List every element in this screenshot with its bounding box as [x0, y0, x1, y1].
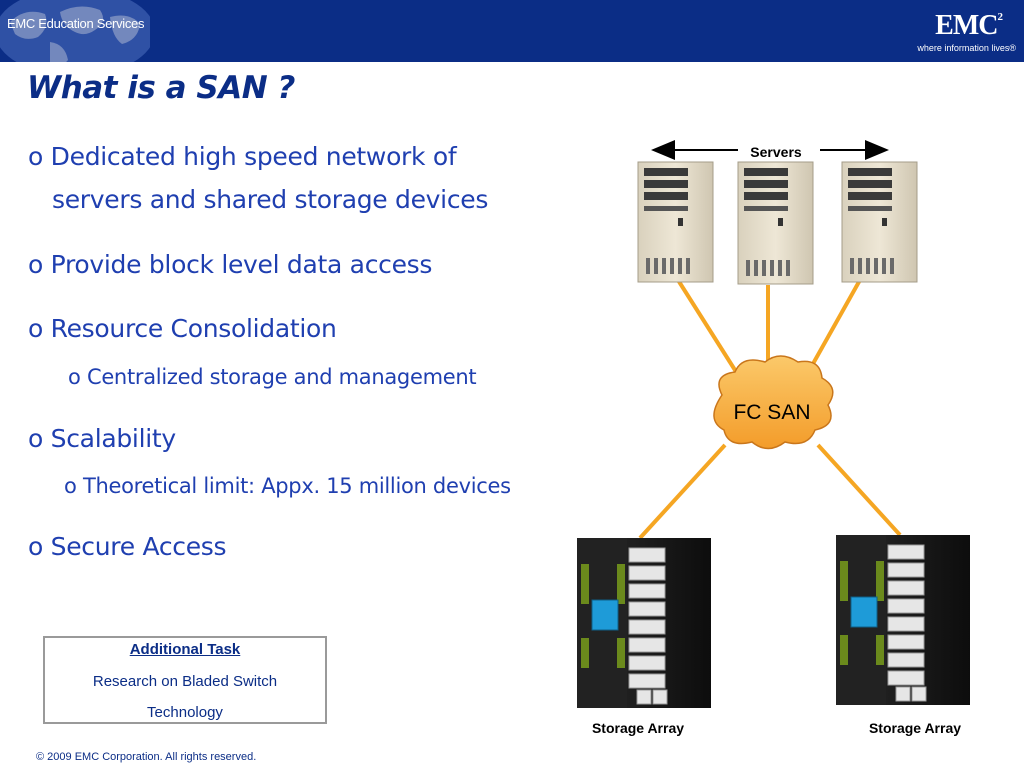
emc-tagline: where information lives® — [917, 43, 1016, 53]
fc-san-cloud: FC SAN — [713, 355, 834, 450]
sub-bullet-item: o Centralized storage and management — [68, 365, 477, 389]
bullet-text: Secure Access — [50, 532, 227, 561]
copyright-footer: © 2009 EMC Corporation. All rights reser… — [36, 751, 257, 763]
bullet-text: Dedicated high speed network of — [50, 142, 457, 171]
link-server3 — [803, 279, 862, 379]
storage-right-label: Storage Array — [869, 720, 961, 736]
storage-array-right: Storage Array — [836, 535, 970, 736]
servers-arrow: Servers — [651, 140, 889, 160]
bullet-marker: o — [28, 142, 43, 171]
edu-services-logo: EMC Education Services — [0, 0, 150, 62]
bullet-marker: o — [64, 474, 77, 498]
bullet-item: o Dedicated high speed network of — [28, 142, 457, 171]
bullet-text: Scalability — [50, 424, 177, 453]
emc-logo-text: EMC2 — [935, 10, 1003, 41]
link-storage-right — [816, 443, 902, 537]
bullet-item-continuation: servers and shared storage devices — [52, 185, 488, 214]
additional-task-box: Additional Task Research on Bladed Switc… — [43, 636, 327, 724]
bullet-item: o Scalability — [28, 424, 176, 453]
header-bar: EMC Education Services EMC2 where inform… — [0, 0, 1024, 62]
bullet-text: Resource Consolidation — [50, 314, 337, 343]
edu-services-title: EMC Education Services — [7, 16, 145, 31]
bullet-text: Centralized storage and management — [86, 365, 477, 389]
servers-label: Servers — [750, 144, 802, 160]
bullet-item: o Provide block level data access — [28, 250, 432, 279]
emc-logo: EMC2 where information lives® — [906, 6, 1016, 56]
fc-san-label: FC SAN — [733, 401, 810, 424]
storage-left-label: Storage Array — [592, 720, 684, 736]
slide-title: What is a SAN ? — [27, 70, 295, 106]
link-server1 — [676, 278, 742, 380]
bullet-marker: o — [28, 250, 43, 279]
bullet-marker: o — [28, 314, 43, 343]
bullet-item: o Resource Consolidation — [28, 314, 337, 343]
bullet-marker: o — [68, 365, 81, 389]
bullet-text: servers and shared storage devices — [52, 185, 489, 214]
bullet-marker: o — [28, 532, 43, 561]
bullet-text: Provide block level data access — [50, 250, 433, 279]
server-tower-3 — [841, 161, 918, 283]
bullet-text: Theoretical limit: Appx. 15 million devi… — [82, 474, 511, 498]
sub-bullet-item: o Theoretical limit: Appx. 15 million de… — [64, 474, 511, 498]
bullet-marker: o — [28, 424, 43, 453]
globe-map-icon — [0, 0, 150, 62]
storage-array-left: Storage Array — [577, 538, 711, 736]
task-title[interactable]: Additional Task — [129, 641, 241, 658]
fc-links — [638, 278, 902, 540]
server-tower-2 — [737, 161, 814, 285]
link-storage-left — [638, 443, 727, 540]
server-tower-1 — [637, 161, 714, 283]
task-text: Research on Bladed Switch Technology — [92, 673, 278, 721]
bullet-item: o Secure Access — [28, 532, 227, 561]
